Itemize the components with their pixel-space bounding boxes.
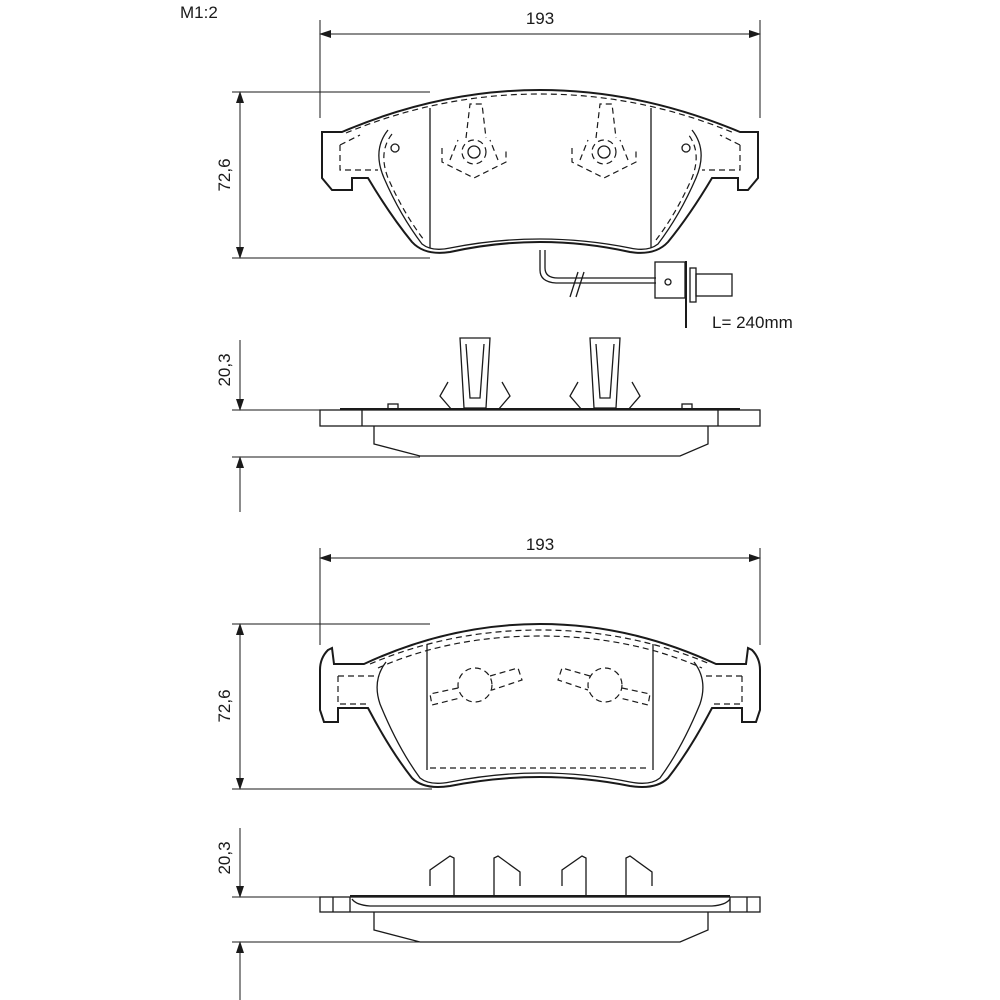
view1-thickness-label: 20,3 [215, 353, 234, 386]
view1-width-dimension: 193 [319, 9, 761, 118]
sensor-length-label: L= 240mm [712, 313, 793, 332]
wear-sensor-cable: L= 240mm [539, 250, 793, 332]
hole-icon [681, 143, 691, 153]
view2-width-dimension: 193 [319, 535, 761, 645]
view1-brake-pad-side [319, 337, 761, 457]
hole-icon [390, 143, 400, 153]
view2-thickness-label: 20,3 [215, 841, 234, 874]
sensor-plug [695, 273, 733, 297]
view1-height-label: 72,6 [215, 158, 234, 191]
view1-brake-pad-front [321, 88, 759, 254]
view1-height-dimension: 72,6 [215, 91, 430, 259]
view2-thickness-dimension: 20,3 [215, 828, 420, 1000]
view1-thickness-dimension: 20,3 [215, 340, 420, 512]
view2-height-dimension: 72,6 [215, 623, 432, 790]
piston-mark-right [571, 103, 637, 179]
scale-label: M1:2 [180, 3, 218, 22]
view2-brake-pad-side [319, 855, 761, 943]
view2-height-label: 72,6 [215, 689, 234, 722]
view2-width-label: 193 [526, 535, 554, 554]
piston-mark-left [441, 103, 507, 179]
view1-width-label: 193 [526, 9, 554, 28]
view2-brake-pad-back [319, 622, 761, 788]
